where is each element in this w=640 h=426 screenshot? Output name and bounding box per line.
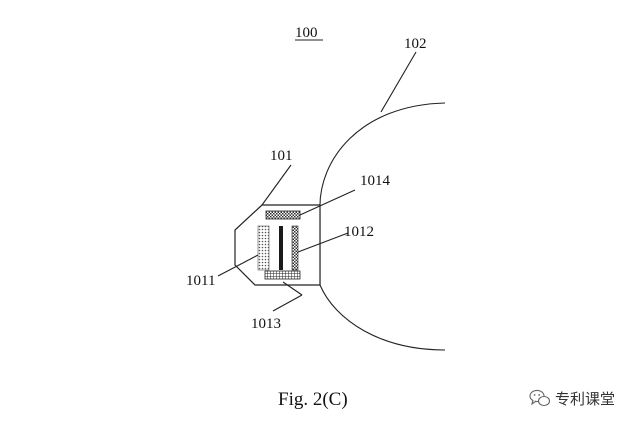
label-101: 101 (270, 148, 293, 164)
figure-number-label: 100 (295, 25, 318, 41)
device-outline-101 (234, 204, 321, 286)
head-outline-102 (319, 102, 446, 351)
leader-101 (261, 164, 292, 206)
figure-caption: Fig. 2(C) (278, 389, 348, 410)
label-1012: 1012 (344, 224, 374, 240)
watermark-text: 专利课堂 (555, 390, 615, 408)
leader-102 (380, 51, 417, 113)
watermark: 专利课堂 (529, 389, 615, 408)
leader-1011 (217, 254, 259, 277)
component-1011 (257, 225, 270, 271)
leader-1013-b (272, 294, 303, 312)
label-102: 102 (404, 36, 427, 52)
leader-1014 (299, 189, 356, 216)
leader-1012 (297, 232, 349, 253)
component-1012-bar-1 (279, 226, 283, 270)
label-1013: 1013 (251, 316, 281, 332)
label-1014: 1014 (360, 173, 391, 189)
component-1012-bar-2 (291, 225, 299, 271)
wechat-icon (529, 389, 551, 407)
component-1013 (264, 270, 301, 280)
component-1014 (265, 210, 301, 220)
label-1011: 1011 (186, 273, 215, 289)
leader-1013 (282, 281, 303, 296)
